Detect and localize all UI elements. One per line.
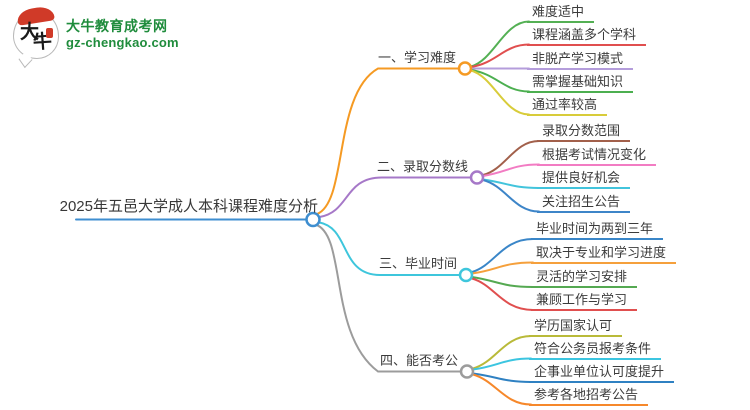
subtopic-4-4: 参考各地招考公告 — [529, 386, 649, 406]
connector-1-4 — [470, 69, 530, 93]
subtopic-1-4: 需掌握基础知识 — [527, 73, 634, 93]
subtopic-1-3: 非脱产学习模式 — [527, 50, 634, 70]
subtopic-1-1: 难度适中 — [527, 3, 595, 23]
connector-4-2 — [472, 357, 532, 371]
central-node[interactable] — [305, 211, 321, 228]
connector-3-4 — [471, 277, 534, 311]
branch-label-2: 二、录取分数线 — [376, 158, 468, 174]
connector-2-2 — [482, 163, 540, 177]
site-name: 大牛教育成考网 — [66, 18, 168, 34]
connector-4-1 — [472, 335, 532, 370]
logo-char-1: 大 — [20, 22, 40, 43]
subtopic-2-4: 关注招生公告 — [537, 193, 631, 213]
subtopic-2-1: 录取分数范围 — [537, 122, 631, 142]
connector-2-1 — [482, 140, 540, 176]
site-url: gz-chengkao.com — [66, 35, 179, 50]
branch-label-1: 一、学习难度 — [377, 49, 456, 65]
branch-node-1[interactable] — [457, 61, 473, 76]
connector-4-4 — [472, 373, 532, 406]
connector-branch-4 — [314, 223, 462, 373]
connector-1-5 — [470, 69, 530, 116]
subtopic-3-4: 兼顾工作与学习 — [531, 291, 638, 311]
subtopic-4-1: 学历国家认可 — [529, 317, 623, 337]
subtopic-3-2: 取决于专业和学习进度 — [531, 244, 677, 264]
connector-1-2 — [470, 43, 530, 68]
connector-1-1 — [470, 20, 530, 68]
branch-label-3: 三、毕业时间 — [378, 256, 457, 271]
subtopic-2-2: 根据考试情况变化 — [537, 146, 657, 166]
subtopic-1-5: 通过率较高 — [527, 96, 608, 116]
subtopic-4-3: 企事业单位认可度提升 — [529, 363, 675, 383]
connector-branch-2 — [318, 176, 472, 218]
logo-text-block: 大牛教育成考网 gz-chengkao.com — [66, 11, 179, 50]
branch-node-4[interactable] — [459, 364, 475, 379]
connector-branch-1 — [316, 67, 460, 215]
connector-2-3 — [482, 178, 540, 189]
root-topic: 2025年五邑大学成人本科课程难度分析 — [59, 198, 318, 215]
connector-3-2 — [471, 261, 534, 275]
connector-3-3 — [471, 276, 534, 288]
subtopic-3-1: 毕业时间为两到三年 — [531, 220, 664, 240]
logo-bubble-icon: 大 牛 — [13, 5, 59, 59]
subtopic-4-2: 符合公务员报考条件 — [529, 340, 662, 360]
logo-seal-icon — [46, 28, 53, 38]
connector-branch-3 — [318, 221, 461, 276]
connector-4-3 — [472, 372, 532, 383]
subtopic-1-2: 课程涵盖多个学科 — [527, 26, 647, 46]
connector-3-1 — [471, 238, 534, 273]
connector-2-4 — [482, 179, 540, 213]
branch-node-3[interactable] — [458, 267, 474, 283]
branch-node-2[interactable] — [469, 170, 485, 185]
site-logo[interactable]: 大 牛 大牛教育成考网 gz-chengkao.com — [13, 5, 179, 59]
branch-label-4: 四、能否考公 — [379, 352, 458, 368]
subtopic-3-3: 灵活的学习安排 — [531, 268, 638, 288]
subtopic-2-3: 提供良好机会 — [537, 169, 631, 189]
